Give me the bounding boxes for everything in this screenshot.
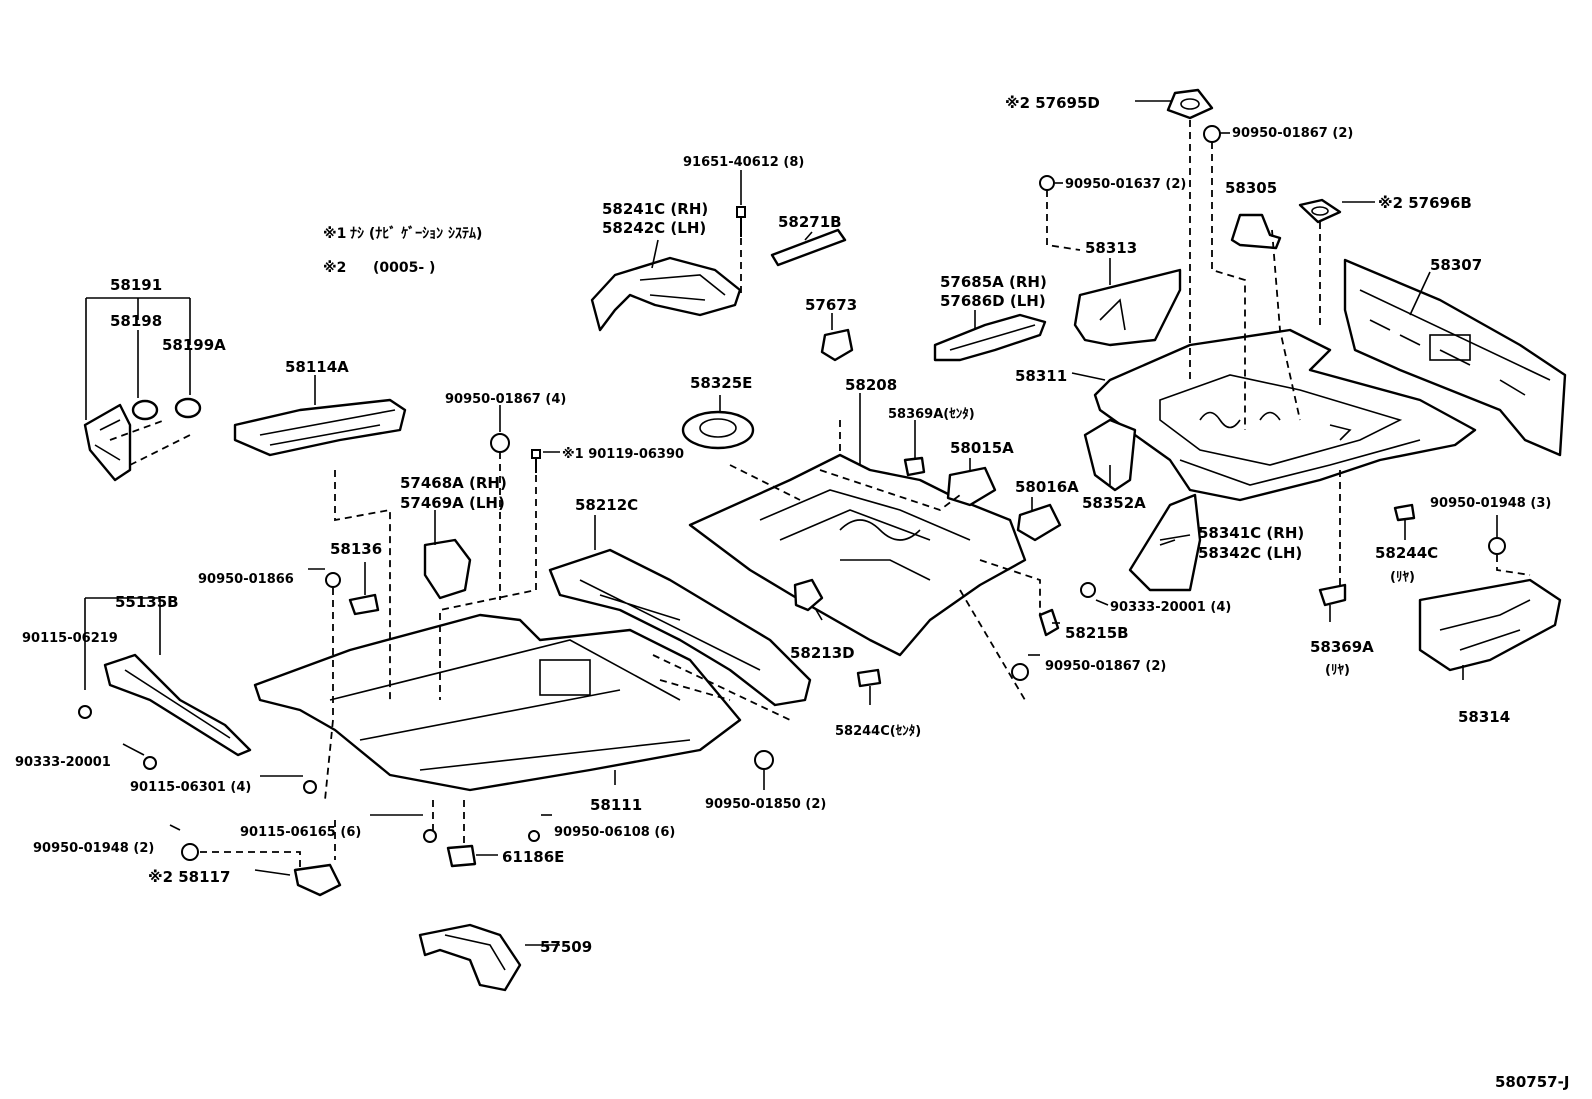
brace-55135B bbox=[103, 653, 252, 757]
label-58305: 58305 bbox=[1225, 179, 1277, 197]
label-57468A: 57468A (RH) bbox=[400, 474, 507, 492]
panel-58313 bbox=[1073, 268, 1182, 347]
label-90950-01948-2: 90950-01948 (2) bbox=[33, 841, 154, 856]
bracket-57509 bbox=[418, 923, 522, 992]
side-member-58212C bbox=[548, 548, 812, 707]
cap-57696B bbox=[1298, 198, 1342, 224]
label-58242C: 58242C (LH) bbox=[602, 219, 706, 237]
label-58244C-center: 58244C(ｾﾝﾀ) bbox=[835, 724, 921, 739]
bracket-58352A bbox=[1083, 418, 1137, 492]
label-58369A-rear: 58369A bbox=[1310, 638, 1374, 656]
label-90950-01866: 90950-01866 bbox=[198, 572, 294, 587]
bracket-58136 bbox=[348, 593, 380, 616]
label-58311: 58311 bbox=[1015, 367, 1067, 385]
label-58244C-rear: 58244C bbox=[1375, 544, 1438, 562]
label-90950-01867-2a: 90950-01867 (2) bbox=[1232, 126, 1353, 141]
note-1-marker: ※1 bbox=[323, 226, 346, 242]
label-58215B: 58215B bbox=[1065, 624, 1129, 642]
label-90950-01867-4: 90950-01867 (4) bbox=[445, 392, 566, 407]
label-58199A: 58199A bbox=[162, 336, 226, 354]
bracket-58213D bbox=[793, 578, 824, 612]
crossmember-58114A bbox=[233, 398, 407, 457]
label-58325E: 58325E bbox=[690, 374, 752, 392]
label-58307: 58307 bbox=[1430, 256, 1482, 274]
label-57695D: ※2 57695D bbox=[1005, 94, 1100, 112]
bracket-58369A-center bbox=[903, 456, 926, 477]
label-58213D: 58213D bbox=[790, 644, 855, 662]
label-90115-06219: 90115-06219 bbox=[22, 631, 118, 646]
front-floor-58111 bbox=[253, 613, 742, 792]
label-58208: 58208 bbox=[845, 376, 897, 394]
label-58016A: 58016A bbox=[1015, 478, 1079, 496]
label-91651-40612: 91651-40612 (8) bbox=[683, 155, 804, 170]
label-58114A: 58114A bbox=[285, 358, 349, 376]
label-57509: 57509 bbox=[540, 938, 592, 956]
note-2-text: (0005- ) bbox=[373, 260, 435, 276]
insulator-58325E bbox=[681, 410, 755, 450]
label-58341C: 58341C (RH) bbox=[1198, 524, 1304, 542]
rear-panel-58307 bbox=[1343, 258, 1567, 457]
label-90950-01637: 90950-01637 (2) bbox=[1065, 177, 1186, 192]
label-90333-20001-4: 90333-20001 (4) bbox=[1110, 600, 1231, 615]
bracket-61186E bbox=[446, 844, 477, 868]
label-90115-06165: 90115-06165 (6) bbox=[240, 825, 361, 840]
label-58352A: 58352A bbox=[1082, 494, 1146, 512]
bracket-57468A bbox=[423, 538, 472, 600]
label-58111: 58111 bbox=[590, 796, 642, 814]
assembly-lines bbox=[109, 120, 1531, 868]
label-90950-01867-2b: 90950-01867 (2) bbox=[1045, 659, 1166, 674]
label-57469A: 57469A (LH) bbox=[400, 494, 505, 512]
label-55135B: 55135B bbox=[115, 593, 179, 611]
drawing-number: 580757-J bbox=[1495, 1073, 1569, 1091]
label-90333-20001: 90333-20001 bbox=[15, 755, 111, 770]
leader-lines bbox=[84, 100, 1498, 946]
clip-57673 bbox=[820, 328, 854, 362]
label-58314: 58314 bbox=[1458, 708, 1510, 726]
label-90950-01948-3: 90950-01948 (3) bbox=[1430, 496, 1551, 511]
label-90950-06108: 90950-06108 (6) bbox=[554, 825, 675, 840]
label-57685A: 57685A (RH) bbox=[940, 273, 1047, 291]
plug-58016A bbox=[1016, 503, 1062, 542]
label-90119-06390: ※1 90119-06390 bbox=[562, 447, 684, 462]
extension-58241C bbox=[590, 256, 742, 332]
bracket-58244C-center bbox=[856, 668, 882, 688]
label-90950-01850: 90950-01850 (2) bbox=[705, 797, 826, 812]
bracket-58305 bbox=[1230, 213, 1282, 250]
label-58313: 58313 bbox=[1085, 239, 1137, 257]
bracket-58369A-rear bbox=[1318, 583, 1347, 607]
plug-58199A bbox=[174, 397, 202, 419]
label-58117: ※2 58117 bbox=[148, 868, 230, 886]
member-57685A bbox=[933, 313, 1047, 362]
center-floor-58208 bbox=[688, 453, 1027, 657]
plug-58198 bbox=[131, 399, 159, 421]
member-58314 bbox=[1418, 578, 1562, 672]
label-58342C: 58342C (LH) bbox=[1198, 544, 1302, 562]
bracket-58215B bbox=[1038, 608, 1060, 637]
label-58369A-rear-note: (ﾘﾔ) bbox=[1325, 663, 1350, 678]
label-61186E: 61186E bbox=[502, 848, 564, 866]
bracket-58244C-rear bbox=[1393, 503, 1416, 522]
note-1-text: ﾅｼ (ﾅﾋﾞ ｹﾞｰｼｮﾝ ｼｽﾃﾑ) bbox=[350, 225, 482, 242]
cap-57695D bbox=[1166, 88, 1214, 120]
label-58191: 58191 bbox=[110, 276, 162, 294]
label-58136: 58136 bbox=[330, 540, 382, 558]
label-58271B: 58271B bbox=[778, 213, 842, 231]
label-57686D: 57686D (LH) bbox=[940, 292, 1046, 310]
label-57673: 57673 bbox=[805, 296, 857, 314]
label-58241C: 58241C (RH) bbox=[602, 200, 708, 218]
label-58198: 58198 bbox=[110, 312, 162, 330]
note-2-marker: ※2 bbox=[323, 260, 346, 276]
label-58244C-rear-note: (ﾘﾔ) bbox=[1390, 570, 1415, 585]
label-57696B: ※2 57696B bbox=[1378, 194, 1472, 212]
fasteners bbox=[78, 125, 1506, 861]
label-58015A: 58015A bbox=[950, 439, 1014, 457]
bracket-58191 bbox=[83, 403, 132, 482]
bracket-58117 bbox=[293, 863, 342, 897]
label-58369A-center: 58369A(ｾﾝﾀ) bbox=[888, 407, 975, 422]
label-90115-06301: 90115-06301 (4) bbox=[130, 780, 251, 795]
sheet-58271B bbox=[770, 228, 847, 267]
label-58212C: 58212C bbox=[575, 496, 638, 514]
